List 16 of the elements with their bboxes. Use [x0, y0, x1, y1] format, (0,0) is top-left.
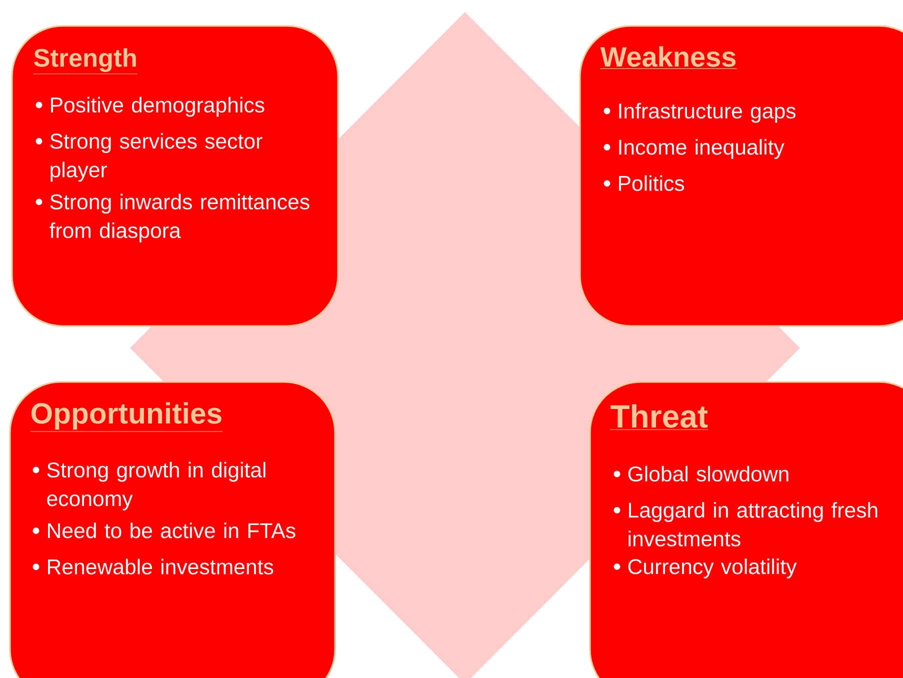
bullet-item: Laggard in attracting fresh investments — [628, 502, 878, 546]
box-heading: Strength — [33, 48, 138, 74]
box-heading: Opportunities — [30, 402, 223, 432]
bullet-item: Renewable investments — [48, 558, 274, 574]
box-heading: Threat — [610, 404, 708, 430]
bullet-item: Need to be active in FTAs — [48, 522, 296, 538]
bullet-item: Global slowdown — [628, 466, 788, 482]
bullet-item: Politics — [619, 175, 684, 191]
box-heading: Weakness — [600, 46, 737, 69]
bullet-item: Infrastructure gaps — [619, 102, 796, 123]
bullet-item: Positive demographics — [51, 96, 264, 117]
bullet-item: Strong inwards remittances from diaspora — [50, 194, 310, 242]
bullet-item: Income inequality — [619, 139, 784, 159]
bullet-item: Currency volatility — [628, 558, 797, 578]
bullet-item: Strong growth in digital economy — [47, 462, 266, 510]
bullet-item: Strong services sector player — [50, 133, 262, 182]
